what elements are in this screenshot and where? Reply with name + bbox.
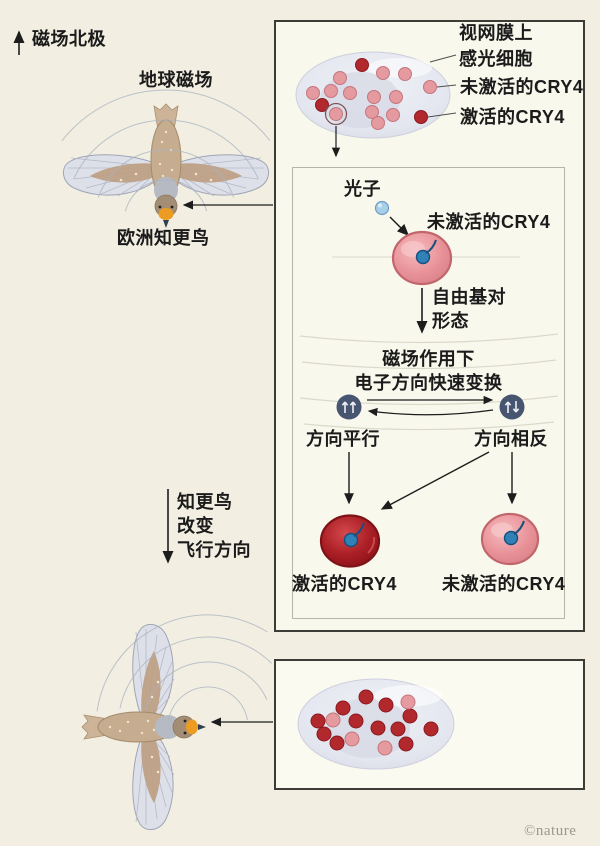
retina-cell-label-line1: 视网膜上 (459, 23, 533, 43)
magnetic-field-arcs-top (61, 89, 271, 212)
field-effect-label-line1: 磁场作用下 (382, 349, 475, 369)
leader-lines (427, 54, 457, 118)
cry4-inactive-blob (391, 230, 453, 286)
retina-cell-label-line2: 感光细胞 (459, 49, 533, 69)
robin-flying-east (81, 623, 207, 831)
magnetic-field-arcs-bottom (96, 614, 272, 721)
radical-pair-label-line2: 形态 (432, 311, 469, 331)
parallel-spin-label: 方向平行 (306, 429, 380, 449)
spin-parallel-icon (336, 394, 362, 420)
cry4-active-blob (319, 514, 381, 568)
spin-antiparallel-icon (499, 394, 525, 420)
interconversion-arrows (367, 395, 494, 417)
flight-change-label-line1: 知更鸟 (177, 492, 233, 512)
photon-icon (374, 200, 390, 216)
photon-label: 光子 (344, 179, 381, 199)
inactive-cry4-dots-bottom (325, 694, 416, 756)
radical-pair-label-line1: 自由基对 (432, 287, 506, 307)
robin-flying-south (62, 103, 270, 229)
retina-cell-bottom (297, 678, 455, 770)
flight-change-label-line3: 飞行方向 (177, 540, 251, 560)
active-cry4-label-top: 激活的CRY4 (460, 107, 565, 127)
retina-cell-top (295, 51, 451, 139)
photon-arrow (389, 216, 410, 237)
robin-name-label: 欧洲知更鸟 (117, 228, 210, 248)
active-cry4-result-label: 激活的CRY4 (292, 574, 397, 594)
active-cry4-dots-bottom (310, 689, 439, 752)
north-pole-label: 磁场北极 (32, 29, 106, 49)
inactive-cry4-label-mid: 未激活的CRY4 (427, 212, 551, 232)
inactive-cry4-dots (306, 66, 437, 130)
antiparallel-spin-label: 方向相反 (474, 429, 548, 449)
result-arrows (344, 451, 517, 510)
field-effect-label-line2: 电子方向快速变换 (354, 373, 503, 393)
flight-change-label-line2: 改变 (177, 516, 214, 536)
inactive-cry4-result-label: 未激活的CRY4 (442, 574, 566, 594)
cry4-inactive-blob-2 (480, 512, 540, 566)
inactive-cry4-label-top: 未激活的CRY4 (460, 77, 584, 97)
highlighted-dot-ring (324, 102, 348, 126)
nature-credit: ©nature (524, 823, 577, 839)
faint-field-arcs (299, 333, 559, 431)
active-cry4-dots (315, 58, 428, 124)
earth-field-label: 地球磁场 (139, 70, 213, 90)
mechanism-panel (292, 167, 565, 619)
